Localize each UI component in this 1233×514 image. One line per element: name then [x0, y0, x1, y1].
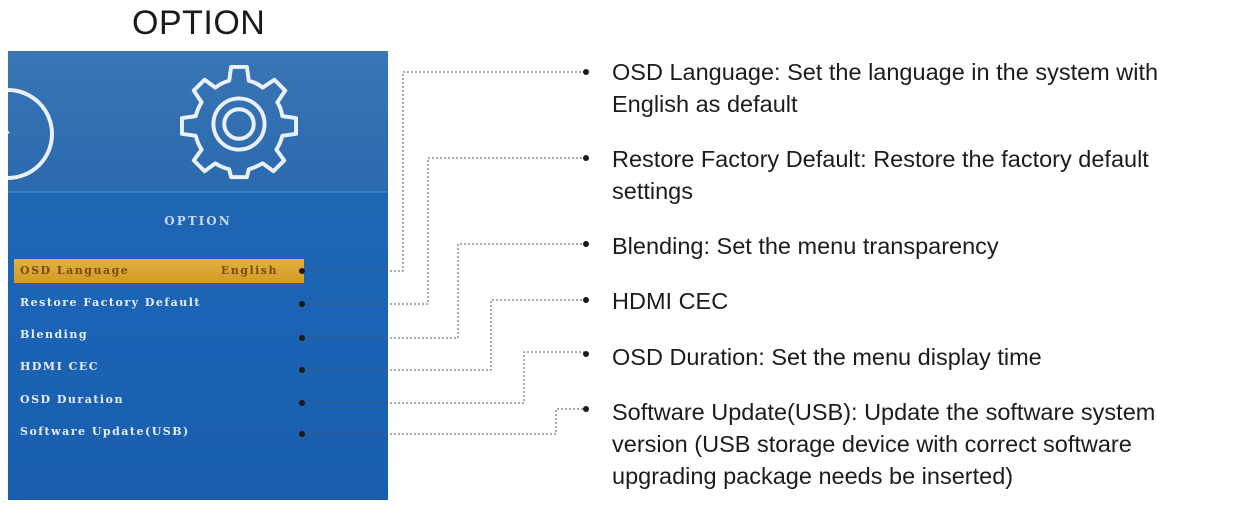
connector-dot: [583, 69, 589, 75]
connector-dot: [583, 406, 589, 412]
menu-item-label: Software Update(USB): [20, 425, 190, 438]
callout-software-update: Software Update(USB): Update the softwar…: [612, 399, 1156, 489]
menu-item-value: English: [220, 264, 278, 277]
connector-line: [302, 299, 584, 371]
connector-line: [302, 243, 584, 339]
menu-item-blending[interactable]: Blending: [14, 323, 304, 347]
connector-dot: [299, 431, 305, 437]
connector-dot: [583, 297, 589, 303]
connector-line: [302, 351, 584, 404]
callout-blending: Blending: Set the menu transparency: [612, 233, 999, 259]
callout-osd-duration: OSD Duration: Set the menu display time: [612, 344, 1042, 370]
partial-icon: [8, 88, 54, 180]
connector-dot: [583, 351, 589, 357]
menu-item-hdmi-cec[interactable]: HDMI CEC: [14, 355, 304, 379]
connector-dot: [583, 155, 589, 161]
connector-dot: [299, 400, 305, 406]
connector-line: [302, 71, 584, 272]
menu-item-osd-duration[interactable]: OSD Duration: [14, 388, 304, 412]
connector-dot: [299, 268, 305, 274]
menu-item-label: Blending: [20, 328, 89, 341]
menu-item-label: Restore Factory Default: [20, 296, 201, 309]
menu-item-software-update[interactable]: Software Update(USB): [14, 420, 304, 444]
menu-item-label: HDMI CEC: [20, 360, 99, 373]
connector-line: [302, 408, 584, 435]
menu-item-label: OSD Language: [20, 264, 130, 277]
connector-dot: [299, 301, 305, 307]
option-menu-screen: OPTION OSD Language English Restore Fact…: [8, 51, 388, 500]
connector-dot: [299, 335, 305, 341]
callout-hdmi-cec: HDMI CEC: [612, 288, 729, 314]
menu-divider: [8, 191, 388, 193]
menu-item-restore-factory-default[interactable]: Restore Factory Default: [14, 291, 304, 315]
menu-title: OPTION: [164, 214, 232, 228]
menu-header-area: [8, 51, 388, 191]
callout-restore-factory-default: Restore Factory Default: Restore the fac…: [612, 146, 1149, 204]
gear-icon: [180, 65, 298, 180]
connector-dot: [583, 241, 589, 247]
callout-osd-language: OSD Language: Set the language in the sy…: [612, 59, 1159, 117]
connector-dot: [299, 367, 305, 373]
menu-item-osd-language[interactable]: OSD Language English: [14, 259, 304, 283]
menu-item-label: OSD Duration: [20, 393, 124, 406]
connector-line: [302, 157, 584, 305]
page-title: OPTION: [132, 4, 266, 42]
